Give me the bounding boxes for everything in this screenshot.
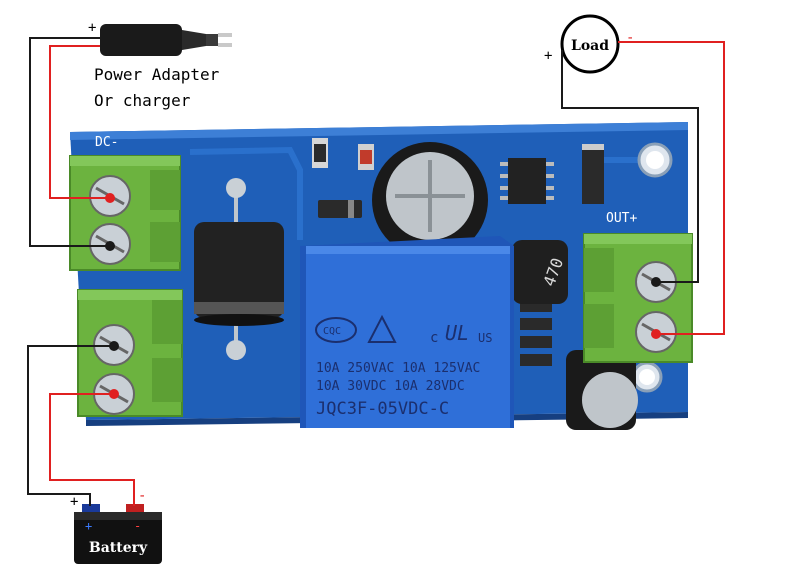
warning-triangle-icon bbox=[367, 314, 397, 343]
contact-dot bbox=[109, 341, 119, 351]
mounting-hole bbox=[631, 361, 663, 393]
load-symbol: Load bbox=[560, 14, 620, 74]
wire-load-positive bbox=[561, 50, 699, 283]
wire-adapter-negative bbox=[49, 45, 110, 199]
battery-label: Battery bbox=[89, 540, 148, 556]
smd-diode bbox=[582, 144, 604, 204]
cert-cqc: CQC bbox=[323, 326, 341, 337]
inductor: 470 bbox=[512, 240, 568, 304]
battery-minus: - bbox=[138, 488, 146, 504]
power-adapter-plug bbox=[100, 24, 232, 56]
relay-rating-2: 10A 30VDC 10A 28VDC bbox=[316, 379, 465, 394]
cqc-logo: CQC bbox=[315, 317, 357, 343]
contact-dot bbox=[109, 389, 119, 399]
load-plus: + bbox=[544, 48, 552, 64]
cert-us: US bbox=[478, 331, 492, 345]
relay: CQC c UL US 10A 250VAC 10A 125VAC 10A 30… bbox=[300, 236, 514, 428]
ic-chip bbox=[500, 158, 554, 204]
battery-plus: + bbox=[70, 494, 78, 510]
relay-rating-1: 10A 250VAC 10A 125VAC bbox=[316, 361, 480, 376]
electrolytic-capacitor bbox=[566, 350, 638, 430]
terminal-block-battery bbox=[77, 289, 183, 417]
smd-led bbox=[358, 144, 374, 170]
cert-c: c bbox=[430, 330, 438, 346]
terminal-block-dc bbox=[69, 155, 181, 271]
battery-post-plus: + bbox=[85, 519, 92, 533]
smd-diode bbox=[318, 200, 362, 218]
wires bbox=[27, 37, 725, 506]
relay-model: JQC3F-05VDC-C bbox=[316, 399, 449, 419]
contact-dot bbox=[105, 241, 115, 251]
smd-resistor bbox=[312, 138, 328, 168]
wire-load-negative bbox=[618, 41, 725, 335]
wire-adapter-positive bbox=[29, 37, 110, 247]
adapter-label-line2: Or charger bbox=[94, 91, 191, 110]
wire-battery-negative bbox=[49, 393, 135, 506]
wire-battery-positive bbox=[27, 345, 114, 506]
dc-label: DC- bbox=[95, 135, 118, 150]
adapter-plus: + bbox=[88, 20, 96, 36]
diode bbox=[194, 178, 284, 360]
electrolytic-capacitor bbox=[372, 142, 488, 258]
cert-ul: UL bbox=[445, 321, 469, 345]
contact-dot bbox=[105, 193, 115, 203]
contact-dot bbox=[651, 277, 661, 287]
contact-dot bbox=[651, 329, 661, 339]
adapter-label-line1: Power Adapter bbox=[94, 65, 220, 84]
load-minus: - bbox=[626, 30, 634, 46]
load-label: Load bbox=[571, 38, 609, 54]
terminal-block-out bbox=[583, 233, 693, 363]
battery-icon: + - Battery bbox=[74, 504, 162, 564]
mounting-hole bbox=[637, 142, 673, 178]
out-label: OUT+ bbox=[606, 211, 637, 226]
battery-post-minus: - bbox=[134, 519, 141, 533]
